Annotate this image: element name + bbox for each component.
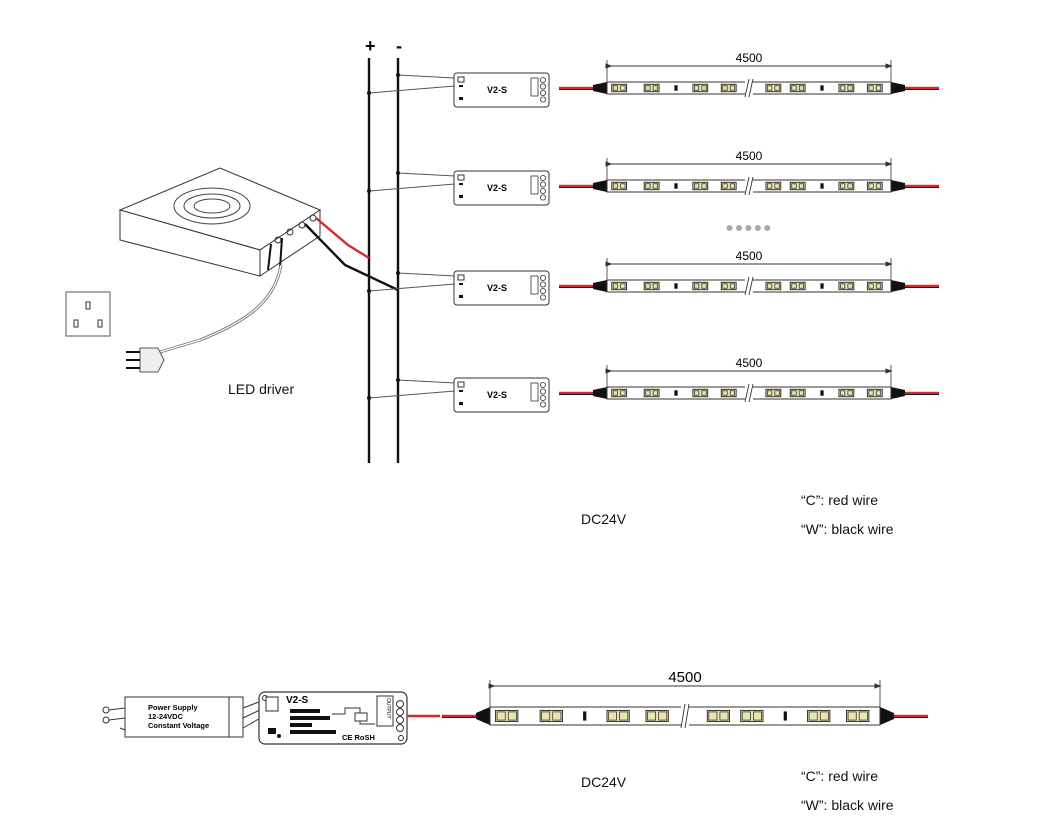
led-chip: [720, 388, 737, 398]
led-chip: [692, 281, 709, 291]
resistor: [674, 283, 678, 289]
bottom-voltage-label: DC24V: [581, 774, 627, 790]
resistor: [820, 283, 824, 289]
driver-red-wire: [315, 217, 370, 260]
minus-label: -: [396, 36, 402, 56]
led-chip: [495, 709, 519, 723]
led-chip: [692, 388, 709, 398]
led-chip: [789, 181, 806, 191]
led-chip: [643, 388, 660, 398]
plus-label: +: [365, 36, 376, 56]
led-driver: [118, 167, 322, 354]
resistor: [820, 85, 824, 91]
led-chip: [706, 709, 731, 723]
ellipsis-dots: ●●●●●: [725, 219, 772, 235]
power-supply-line3: Constant Voltage: [148, 721, 209, 730]
led-chip: [611, 388, 628, 398]
power-supply: Power Supply 12-24VDC Constant Voltage: [102, 696, 244, 738]
power-supply-line1: Power Supply: [148, 703, 198, 712]
controller-model: V2-S: [487, 390, 507, 400]
controller-3: V2-S: [453, 270, 550, 306]
branch-row-1: V2-S 4500: [367, 51, 939, 108]
strip-length-label: 4500: [736, 356, 763, 370]
bottom-legend-red: “C”: red wire: [801, 768, 879, 784]
bottom-diagram: Power Supply 12-24VDC Constant Voltage V…: [102, 669, 928, 745]
led-chip: [866, 388, 883, 398]
led-chip: [846, 709, 870, 723]
controller-4: V2-S: [453, 377, 550, 413]
resistor: [674, 390, 678, 396]
resistor: [783, 711, 787, 721]
led-strip-4: 4500: [559, 356, 939, 403]
bottom-led-strip: 4500: [407, 669, 928, 729]
led-chip: [611, 83, 628, 93]
controller-model: V2-S: [487, 283, 507, 293]
led-chip: [611, 181, 628, 191]
led-strip-1: 4500: [559, 51, 939, 98]
ellipsis-text: ●●●●●: [725, 219, 772, 235]
bottom-controller-model: V2-S: [286, 695, 309, 706]
led-chip: [789, 388, 806, 398]
led-chip: [692, 83, 709, 93]
led-chip: [539, 709, 563, 723]
led-chip: [765, 281, 782, 291]
bottom-controller: V2-S CE RoSH OUTPUT: [258, 691, 408, 745]
led-chip: [789, 281, 806, 291]
controller-model: V2-S: [487, 85, 507, 95]
top-legend-black: “W”: black wire: [801, 521, 894, 537]
led-chip: [765, 83, 782, 93]
power-supply-line2: 12-24VDC: [148, 712, 184, 721]
controller-1: V2-S: [453, 72, 550, 108]
led-chip: [606, 709, 630, 723]
strip-length-label: 4500: [736, 249, 763, 263]
led-chip: [807, 709, 831, 723]
resistor: [820, 390, 824, 396]
branch-row-3: V2-S 4500: [367, 249, 939, 306]
led-chip: [643, 181, 660, 191]
top-voltage-label: DC24V: [581, 511, 627, 527]
plug: [126, 347, 165, 373]
led-chip: [789, 83, 806, 93]
led-chip: [720, 83, 737, 93]
led-chip: [765, 388, 782, 398]
led-chip: [692, 181, 709, 191]
led-chip: [643, 281, 660, 291]
led-chip: [611, 281, 628, 291]
led-chip: [765, 181, 782, 191]
strip-length-label: 4500: [668, 669, 701, 686]
led-chip: [720, 281, 737, 291]
led-chip: [838, 388, 855, 398]
branch-row-4: V2-S 4500: [367, 356, 939, 413]
wall-socket: [65, 291, 111, 337]
resistor: [583, 711, 587, 721]
led-driver-label: LED driver: [228, 381, 295, 397]
driver-black-wire: [304, 223, 399, 292]
led-chip: [740, 709, 764, 723]
bottom-legend-black: “W”: black wire: [801, 797, 894, 813]
led-chip: [838, 281, 855, 291]
led-chip: [720, 181, 737, 191]
controller-model: V2-S: [487, 183, 507, 193]
led-strip-bottom: 4500: [442, 669, 928, 729]
bottom-controller-output: OUTPUT: [385, 698, 391, 719]
led-chip: [866, 83, 883, 93]
led-strip-2: 4500: [559, 149, 939, 196]
top-legend-red: “C”: red wire: [801, 492, 879, 508]
led-strip-3: 4500: [559, 249, 939, 296]
led-chip: [643, 83, 660, 93]
strip-length-label: 4500: [736, 51, 763, 65]
branch-row-2: V2-S 4500: [367, 149, 939, 206]
led-chip: [838, 181, 855, 191]
bottom-controller-mark: CE RoSH: [342, 733, 375, 742]
resistor: [820, 183, 824, 189]
led-chip: [838, 83, 855, 93]
led-chip: [645, 709, 669, 723]
strip-length-label: 4500: [736, 149, 763, 163]
resistor: [674, 85, 678, 91]
controller-2: V2-S: [453, 170, 550, 206]
resistor: [674, 183, 678, 189]
led-chip: [866, 181, 883, 191]
led-chip: [866, 281, 883, 291]
